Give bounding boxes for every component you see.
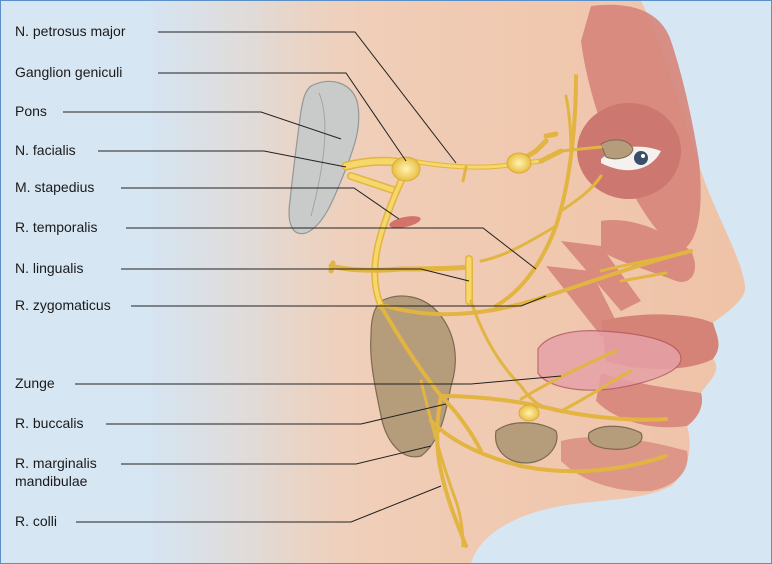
label-r-zygomaticus: R. zygomaticus	[15, 297, 111, 314]
label-mandibulae: mandibulae	[15, 473, 87, 490]
label-r-marginalis: R. marginalis	[15, 455, 97, 472]
label-r-buccalis: R. buccalis	[15, 415, 83, 432]
label-r-temporalis: R. temporalis	[15, 219, 97, 236]
label-r-colli: R. colli	[15, 513, 57, 530]
label-n-facialis: N. facialis	[15, 142, 76, 159]
sublingual-gland	[588, 426, 642, 449]
label-pons: Pons	[15, 103, 47, 120]
label-n-petrosus-major: N. petrosus major	[15, 23, 125, 40]
label-n-lingualis: N. lingualis	[15, 260, 83, 277]
label-ganglion-geniculi: Ganglion geniculi	[15, 64, 122, 81]
lacrimal-gland	[601, 140, 633, 159]
pterygopalatine-ganglion	[507, 153, 531, 173]
label-m-stapedius: M. stapedius	[15, 179, 94, 196]
label-zunge: Zunge	[15, 375, 55, 392]
submandibular-ganglion	[519, 405, 539, 421]
